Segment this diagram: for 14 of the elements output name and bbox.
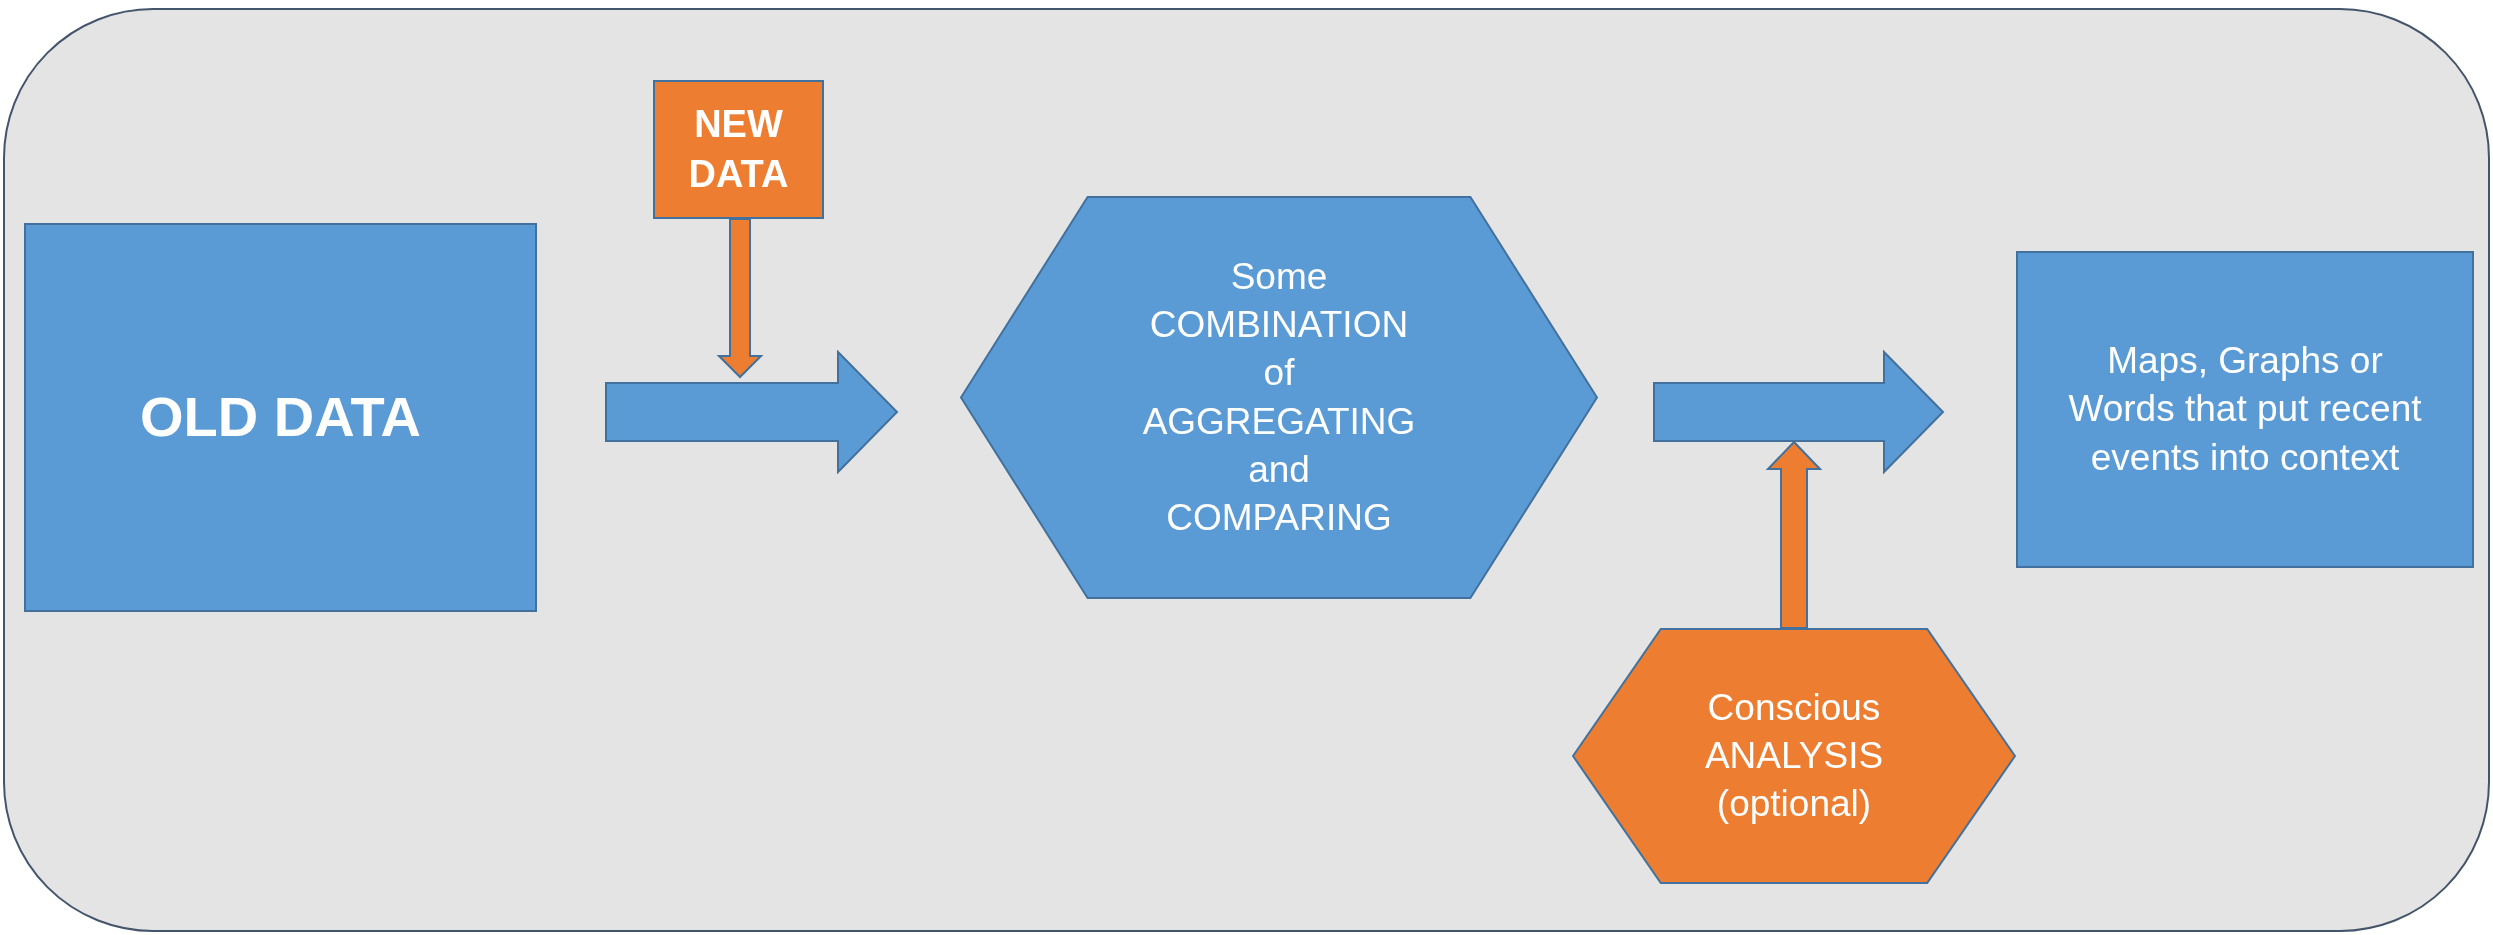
node-text: Maps, Graphs or Words that put recent events into context [2067, 339, 2423, 480]
node-text: NEW DATA [687, 102, 790, 197]
process-hexagon [960, 196, 1598, 599]
node-text: Some COMBINATION of AGGREGATING and COMPARING [1141, 255, 1417, 540]
block-arrow [716, 218, 764, 379]
block-arrow [1653, 349, 1945, 475]
data-box [653, 80, 824, 219]
block-arrow [605, 349, 899, 475]
output-box [2016, 251, 2474, 568]
node-text: OLD DATA [139, 384, 422, 451]
analysis-hexagon [1572, 628, 2016, 884]
data-box [24, 223, 537, 612]
block-arrow [1765, 440, 1823, 629]
node-text: Conscious ANALYSIS (optional) [1703, 685, 1885, 827]
